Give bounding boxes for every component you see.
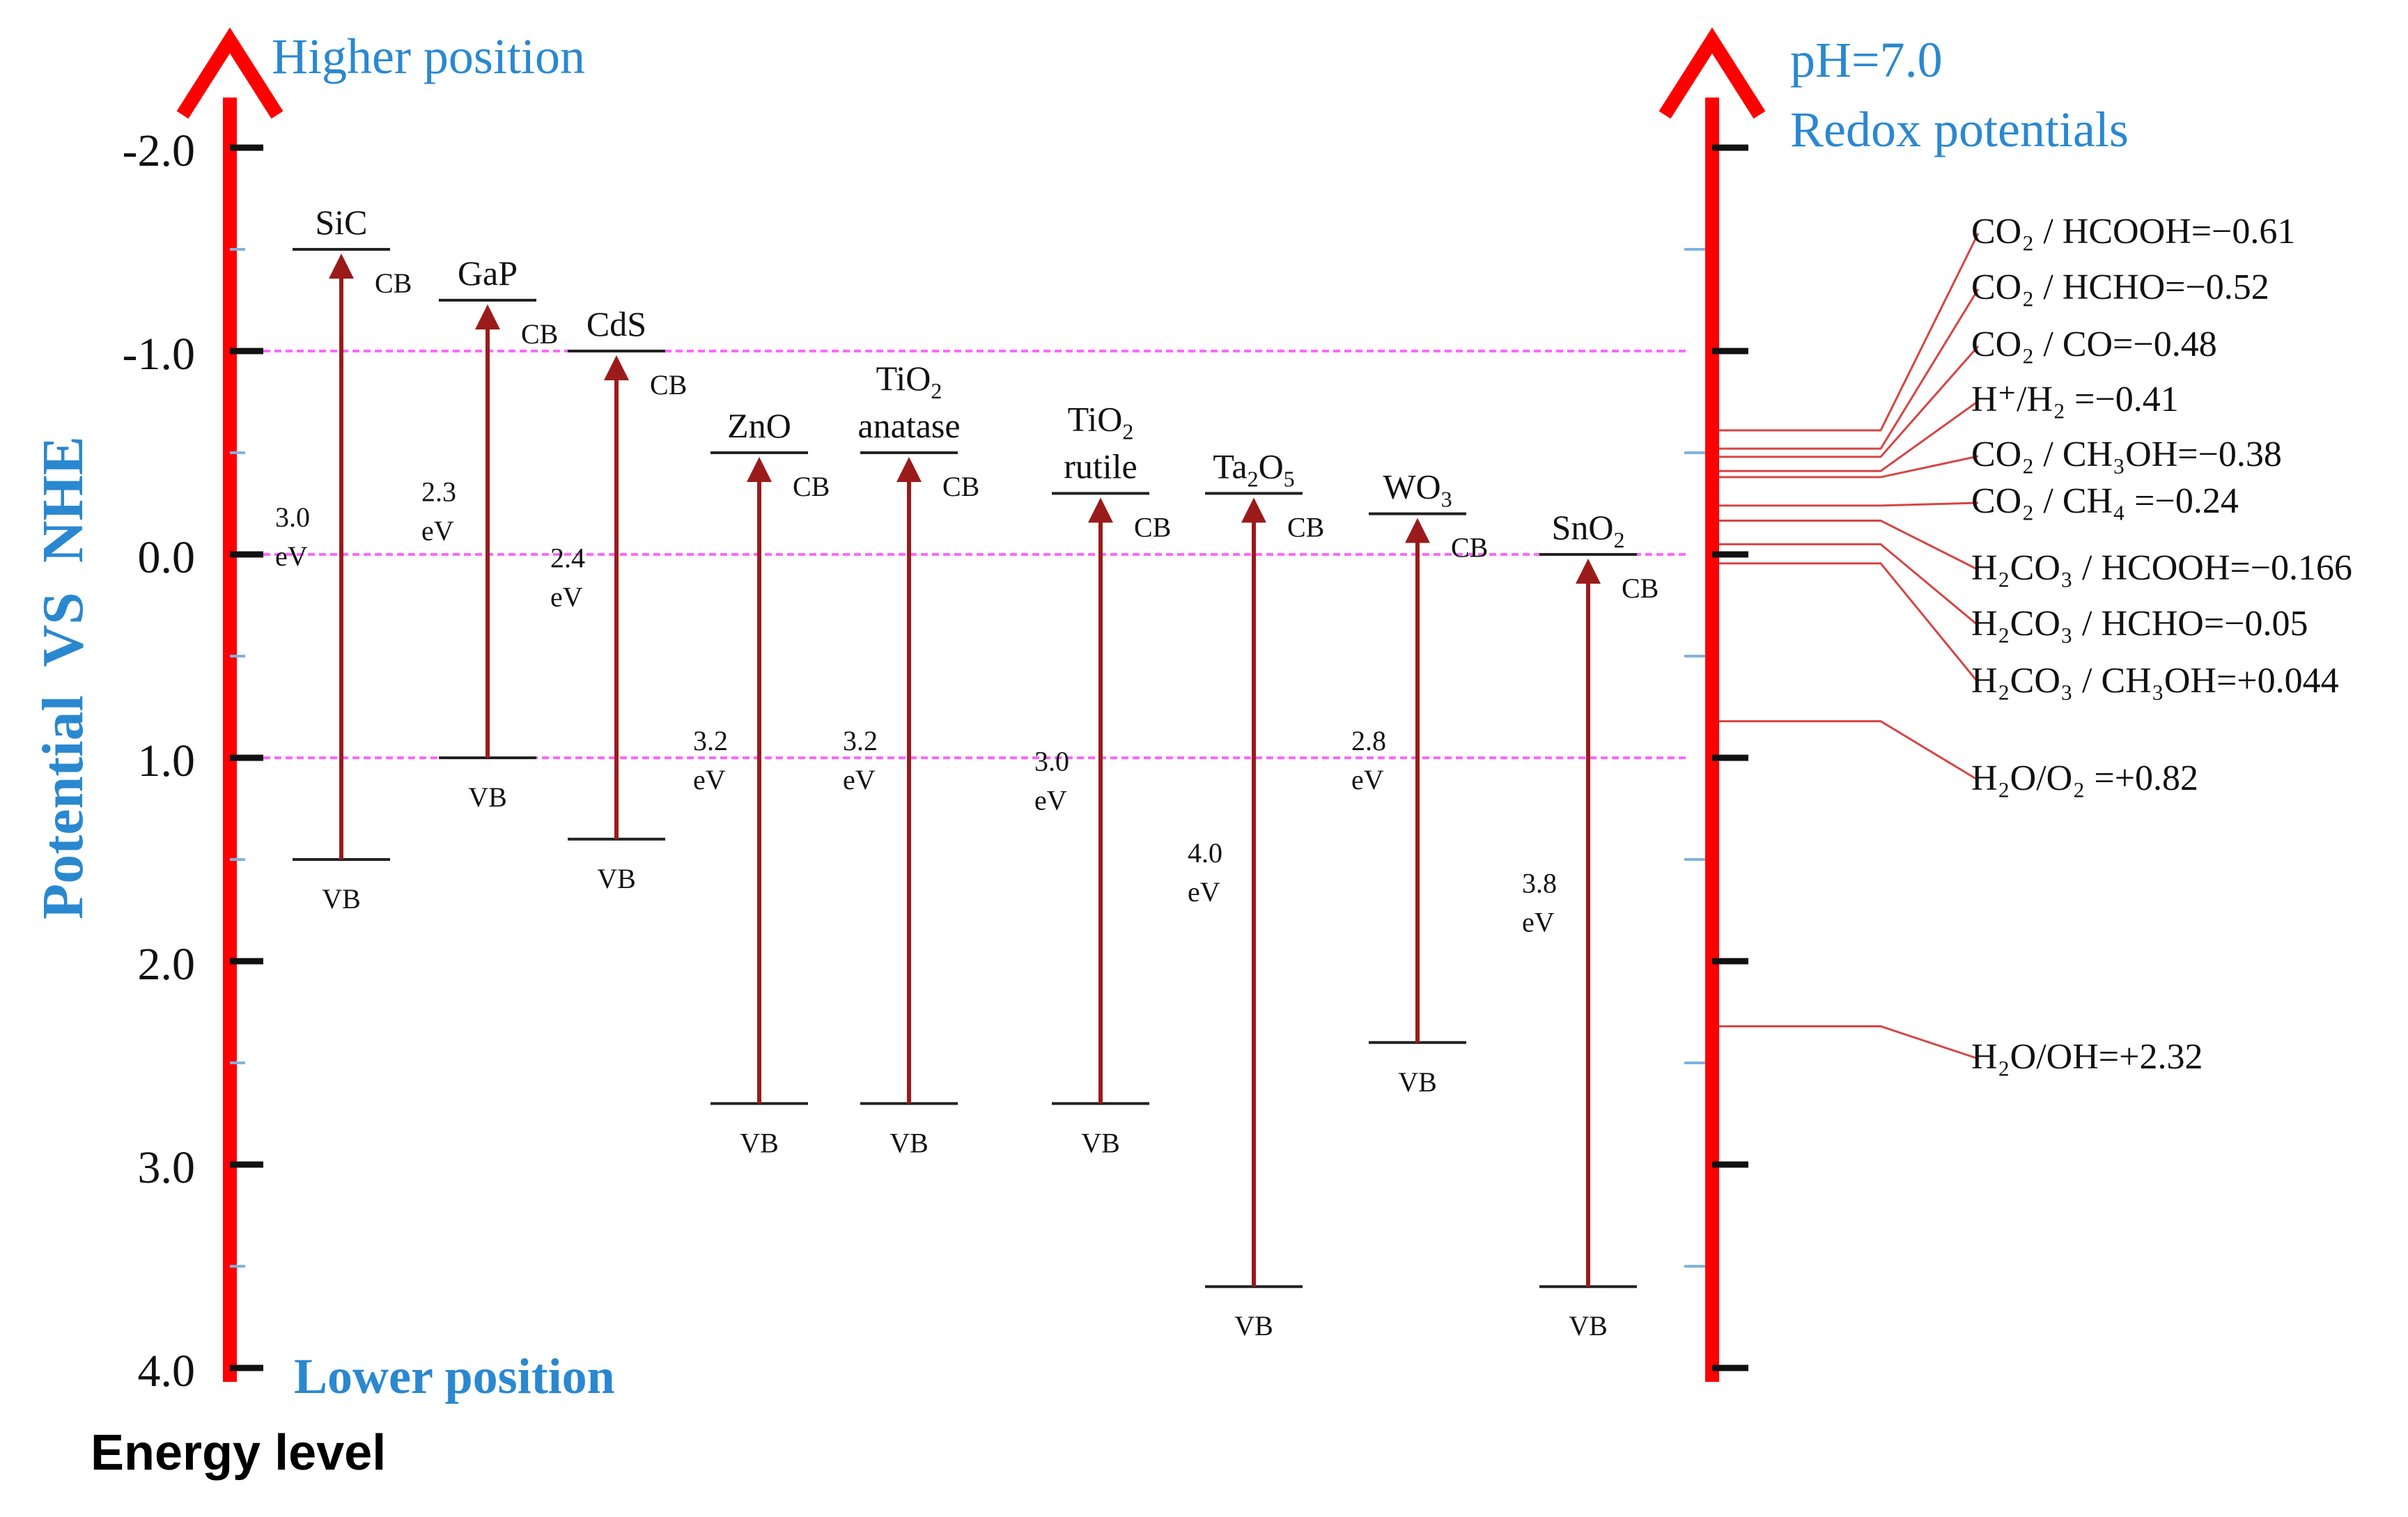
redox-connector <box>1719 520 1979 571</box>
band-gap-unit: eV <box>1188 876 1220 908</box>
redox-connector <box>1719 233 1980 432</box>
semiconductor-name: GaP <box>458 254 518 293</box>
redox-connector <box>1719 288 1980 450</box>
cb-label: CB <box>942 471 979 502</box>
band-gap-unit: eV <box>693 764 726 795</box>
cb-label: CB <box>1134 511 1171 543</box>
semiconductor-name: ZnO <box>727 406 791 445</box>
band-gap-value: 3.2 <box>693 725 728 756</box>
redox-label: H₂O/O₂ =+0.82 <box>1971 758 2198 798</box>
redox-connector <box>1719 400 1979 472</box>
cb-label: CB <box>1622 573 1659 604</box>
y-tick-label: -1.0 <box>123 329 195 380</box>
band-gap-unit: eV <box>421 515 454 547</box>
title-redox: Redox potentials <box>1790 102 2129 157</box>
title-lower-position: Lower position <box>294 1348 615 1404</box>
band-gap-unit: eV <box>275 540 308 572</box>
band-gap-value: 2.8 <box>1351 725 1386 756</box>
vb-label: VB <box>597 863 636 894</box>
vb-label: VB <box>322 883 361 915</box>
vb-label: VB <box>468 781 507 813</box>
redox-label: CO₂ / HCOOH=−0.61 <box>1971 212 2295 251</box>
band-gap-value: 3.8 <box>1522 868 1557 899</box>
redox-label: H⁺/H₂ =−0.41 <box>1971 380 2179 419</box>
redox-label: H₂CO₃ / CH₃OH=+0.044 <box>1971 661 2339 701</box>
y-tick-label: 3.0 <box>138 1142 196 1193</box>
band-gap-value: 3.0 <box>1034 745 1069 777</box>
redox-connector <box>1719 455 1979 479</box>
vb-label: VB <box>1234 1310 1273 1341</box>
vb-label: VB <box>890 1127 929 1158</box>
redox-label: CO₂ / CH₃OH=−0.38 <box>1971 435 2282 474</box>
cb-label: CB <box>650 369 687 400</box>
y-tick-label: 0.0 <box>138 532 196 583</box>
title-ph: pH=7.0 <box>1790 32 1943 88</box>
vb-label: VB <box>1569 1310 1608 1341</box>
title-higher-position: Higher position <box>272 29 585 84</box>
redox-connector <box>1719 719 1979 781</box>
right-axis-arrowhead <box>1659 27 1766 119</box>
band-gap-value: 3.0 <box>275 501 310 533</box>
cb-label: CB <box>1451 532 1488 563</box>
redox-connector <box>1719 345 1980 458</box>
redox-connector <box>1719 501 1979 507</box>
semiconductor-name: CdS <box>587 304 646 343</box>
y-tick-label: 1.0 <box>138 736 196 786</box>
redox-connector <box>1719 1025 1979 1060</box>
left-axis-arrowhead <box>176 27 283 119</box>
redox-connector <box>1719 562 1980 683</box>
semiconductor-name: TiO2 <box>1068 399 1134 444</box>
redox-label: CO₂ / CO=−0.48 <box>1971 325 2217 364</box>
y-axis-label: Potential VS NHE <box>31 436 95 919</box>
vb-label: VB <box>1081 1127 1120 1158</box>
band-gap-unit: eV <box>1351 764 1384 795</box>
semiconductor-phase: anatase <box>857 406 960 445</box>
band-gap-unit: eV <box>1034 784 1067 816</box>
redox-label: H₂CO₃ / HCHO=−0.05 <box>1971 604 2308 644</box>
band-gap-unit: eV <box>550 581 583 612</box>
vb-label: VB <box>1398 1066 1437 1098</box>
cb-label: CB <box>521 318 558 350</box>
semiconductor-name: SiC <box>315 203 367 242</box>
x-axis-label: Energy level <box>91 1425 386 1481</box>
band-gap-value: 4.0 <box>1188 837 1222 869</box>
semiconductor-phase: rutile <box>1064 446 1137 485</box>
band-gap-value: 2.4 <box>550 542 585 573</box>
semiconductor-name: SnO2 <box>1552 508 1625 552</box>
y-tick-label: 4.0 <box>138 1346 196 1397</box>
cb-label: CB <box>793 471 830 502</box>
semiconductor-name: Ta2O5 <box>1213 446 1294 491</box>
vb-label: VB <box>740 1127 779 1158</box>
y-tick-label: 2.0 <box>138 939 196 990</box>
y-tick-label: -2.0 <box>123 125 195 176</box>
redox-label: CO₂ / HCHO=−0.52 <box>1971 267 2269 307</box>
cb-label: CB <box>1287 511 1324 543</box>
band-gap-value: 3.2 <box>843 725 878 756</box>
redox-label: H₂CO₃ / HCOOH=−0.166 <box>1971 548 2352 588</box>
cb-label: CB <box>375 267 412 299</box>
redox-label: H₂O/OH=+2.32 <box>1971 1037 2203 1077</box>
band-gap-unit: eV <box>843 764 876 795</box>
semiconductor-name: TiO2 <box>876 359 942 403</box>
band-gap-value: 2.3 <box>421 476 456 508</box>
redox-connector <box>1719 543 1979 627</box>
redox-label: CO₂ / CH₄ =−0.24 <box>1971 481 2239 521</box>
semiconductor-name: WO3 <box>1383 467 1452 512</box>
band-gap-unit: eV <box>1522 907 1555 938</box>
